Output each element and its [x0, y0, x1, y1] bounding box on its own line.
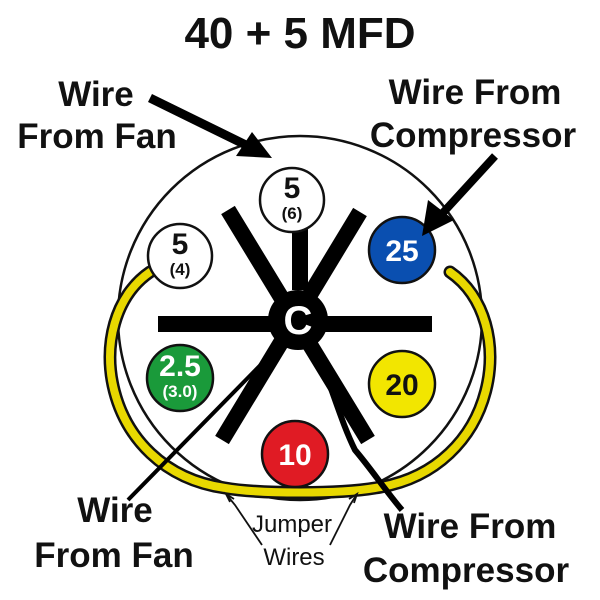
terminal-yellow-20: 20 [367, 349, 437, 419]
label-wire-from-compressor-bottom-1: Wire From [384, 507, 557, 546]
terminal-fan-top: 5 (6) [258, 166, 326, 234]
terminal-fan-left: 5 (4) [146, 222, 214, 290]
label-wire-from-compressor-top-2: Compressor [370, 116, 577, 155]
terminal-red-10: 10 [260, 419, 330, 489]
label-wire-from-fan-bottom-2: From Fan [34, 536, 193, 575]
diagram-title: 40 + 5 MFD [184, 9, 415, 58]
jumper-wire-loop-fill [106, 268, 494, 497]
label-wire-from-fan-top-2: From Fan [17, 117, 176, 156]
svg-text:(6): (6) [282, 204, 303, 223]
wire-arrows [126, 93, 498, 512]
terminal-common: C [268, 290, 328, 350]
svg-text:2.5: 2.5 [159, 350, 201, 383]
terminal-green-2-5: 2.5 (3.0) [145, 343, 215, 413]
label-jumper-wires-2: Wires [263, 544, 324, 571]
svg-text:(4): (4) [170, 260, 191, 279]
label-wire-from-compressor-bottom-2: Compressor [363, 551, 570, 590]
label-wire-from-compressor-top-1: Wire From [389, 73, 562, 112]
label-wire-from-fan-bottom-1: Wire [77, 491, 153, 530]
label-jumper-wires-1: Jumper [252, 511, 332, 538]
svg-text:10: 10 [278, 439, 311, 472]
svg-text:5: 5 [172, 228, 189, 261]
svg-text:25: 25 [385, 235, 418, 268]
jumper-pointers [223, 491, 359, 546]
terminal-herm-25: 25 [367, 215, 437, 285]
label-wire-from-fan-top-1: Wire [58, 75, 134, 114]
svg-text:(3.0): (3.0) [163, 382, 198, 401]
svg-text:C: C [284, 299, 313, 343]
svg-text:20: 20 [385, 369, 418, 402]
svg-text:5: 5 [284, 172, 301, 205]
